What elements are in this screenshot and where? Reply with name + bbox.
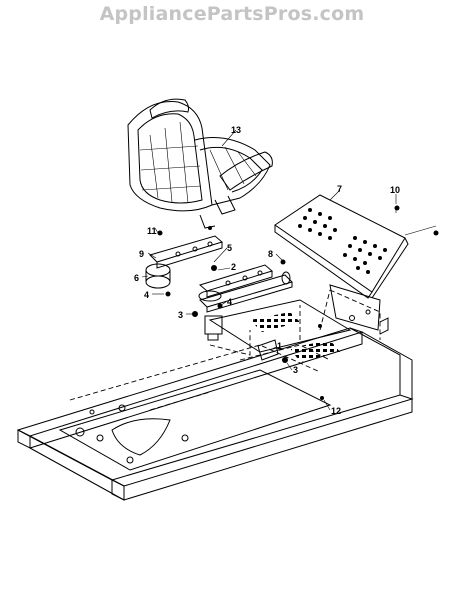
callout-13: 13 <box>231 125 241 135</box>
callout-4-left: 4 <box>144 290 149 300</box>
callout-10: 10 <box>390 185 400 195</box>
callout-5: 5 <box>227 243 232 253</box>
seat-mount-plate <box>208 284 389 362</box>
leader-lines <box>141 129 397 411</box>
callout-8: 8 <box>268 249 273 259</box>
frame <box>16 289 414 501</box>
callout-3-right: 3 <box>293 365 298 375</box>
callout-labels: 13 7 10 11 9 5 8 2 6 4 4 3 1 3 12 <box>134 125 400 416</box>
seat-pan <box>274 194 437 299</box>
adjuster-bracket-left <box>145 235 224 289</box>
seat <box>127 98 273 229</box>
callout-12: 12 <box>331 406 341 416</box>
callout-1: 1 <box>277 341 282 351</box>
adjuster-bracket-right <box>198 264 274 302</box>
callout-3-left: 3 <box>178 310 183 320</box>
callout-6: 6 <box>134 273 139 283</box>
callout-7: 7 <box>337 184 342 194</box>
callout-11: 11 <box>147 226 157 236</box>
watermark: AppliancePartsPros.com <box>99 3 365 25</box>
callout-4-right: 4 <box>227 297 232 307</box>
slide-rails <box>199 271 293 361</box>
callout-2: 2 <box>231 262 236 272</box>
callout-9: 9 <box>139 249 144 259</box>
